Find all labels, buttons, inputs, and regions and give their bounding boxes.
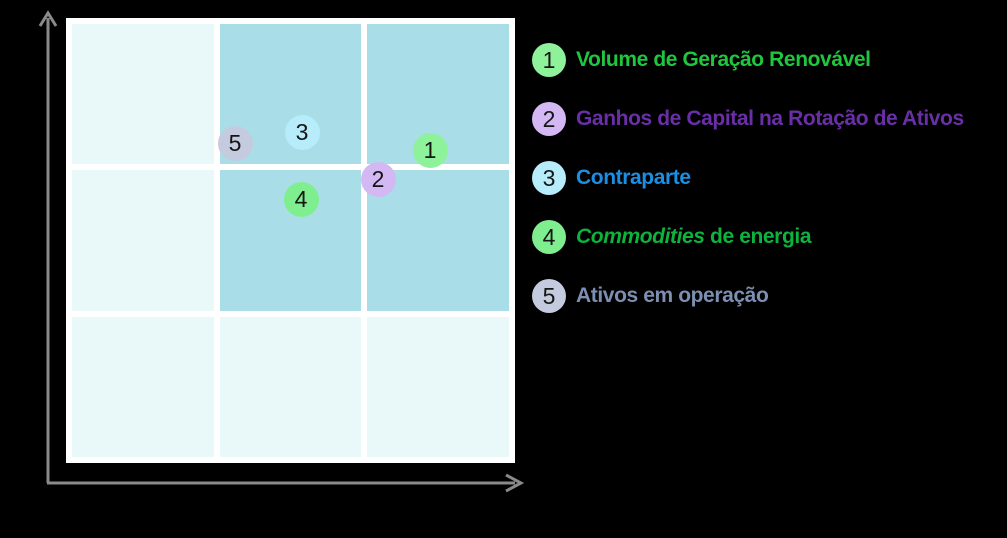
legend-item-4: 4 Commodities de energia [532,220,964,254]
legend-label-part: Volume de Geração Renovável [576,48,871,71]
legend-label: Volume de Geração Renovável [576,48,871,72]
legend-number-badge: 4 [532,220,566,254]
legend-label-part: Commodities [576,225,705,248]
legend-label: Commodities de energia [576,225,812,249]
legend-label: Ativos em operação [576,284,769,308]
legend-label: Contraparte [576,166,691,190]
legend-item-5: 5 Ativos em operação [532,279,964,313]
legend-number-badge: 1 [532,43,566,77]
legend-label-part: Ativos em operação [576,284,769,307]
legend-label: Ganhos de Capital na Rotação de Ativos [576,107,964,131]
matrix-cell-5-high [367,170,509,311]
matrix-cell-0-low [72,24,214,165]
legend-label-part: Contraparte [576,166,691,189]
legend-label-part: Ganhos de Capital na Rotação de Ativos [576,107,964,130]
matrix-cell-2-high [367,24,509,165]
matrix-cell-4-high [219,170,362,311]
y-axis-arrow [38,10,58,483]
legend-item-3: 3 Contraparte [532,161,964,195]
matrix-cell-8-low [367,316,509,457]
matrix-cell-1-high [219,24,362,165]
matrix-cell-7-low [219,316,362,457]
legend-item-2: 2 Ganhos de Capital na Rotação de Ativos [532,102,964,136]
matrix-grid [66,18,515,463]
legend-label-part: de energia [704,225,812,248]
legend-number-badge: 5 [532,279,566,313]
legend-item-1: 1 Volume de Geração Renovável [532,43,964,77]
legend: 1 Volume de Geração Renovável 2 Ganhos de C… [532,43,964,338]
matrix-cell-6-low [72,316,214,457]
legend-number-badge: 3 [532,161,566,195]
matrix-cell-3-low [72,170,214,311]
x-axis-arrow [47,473,525,493]
legend-number-badge: 2 [532,102,566,136]
